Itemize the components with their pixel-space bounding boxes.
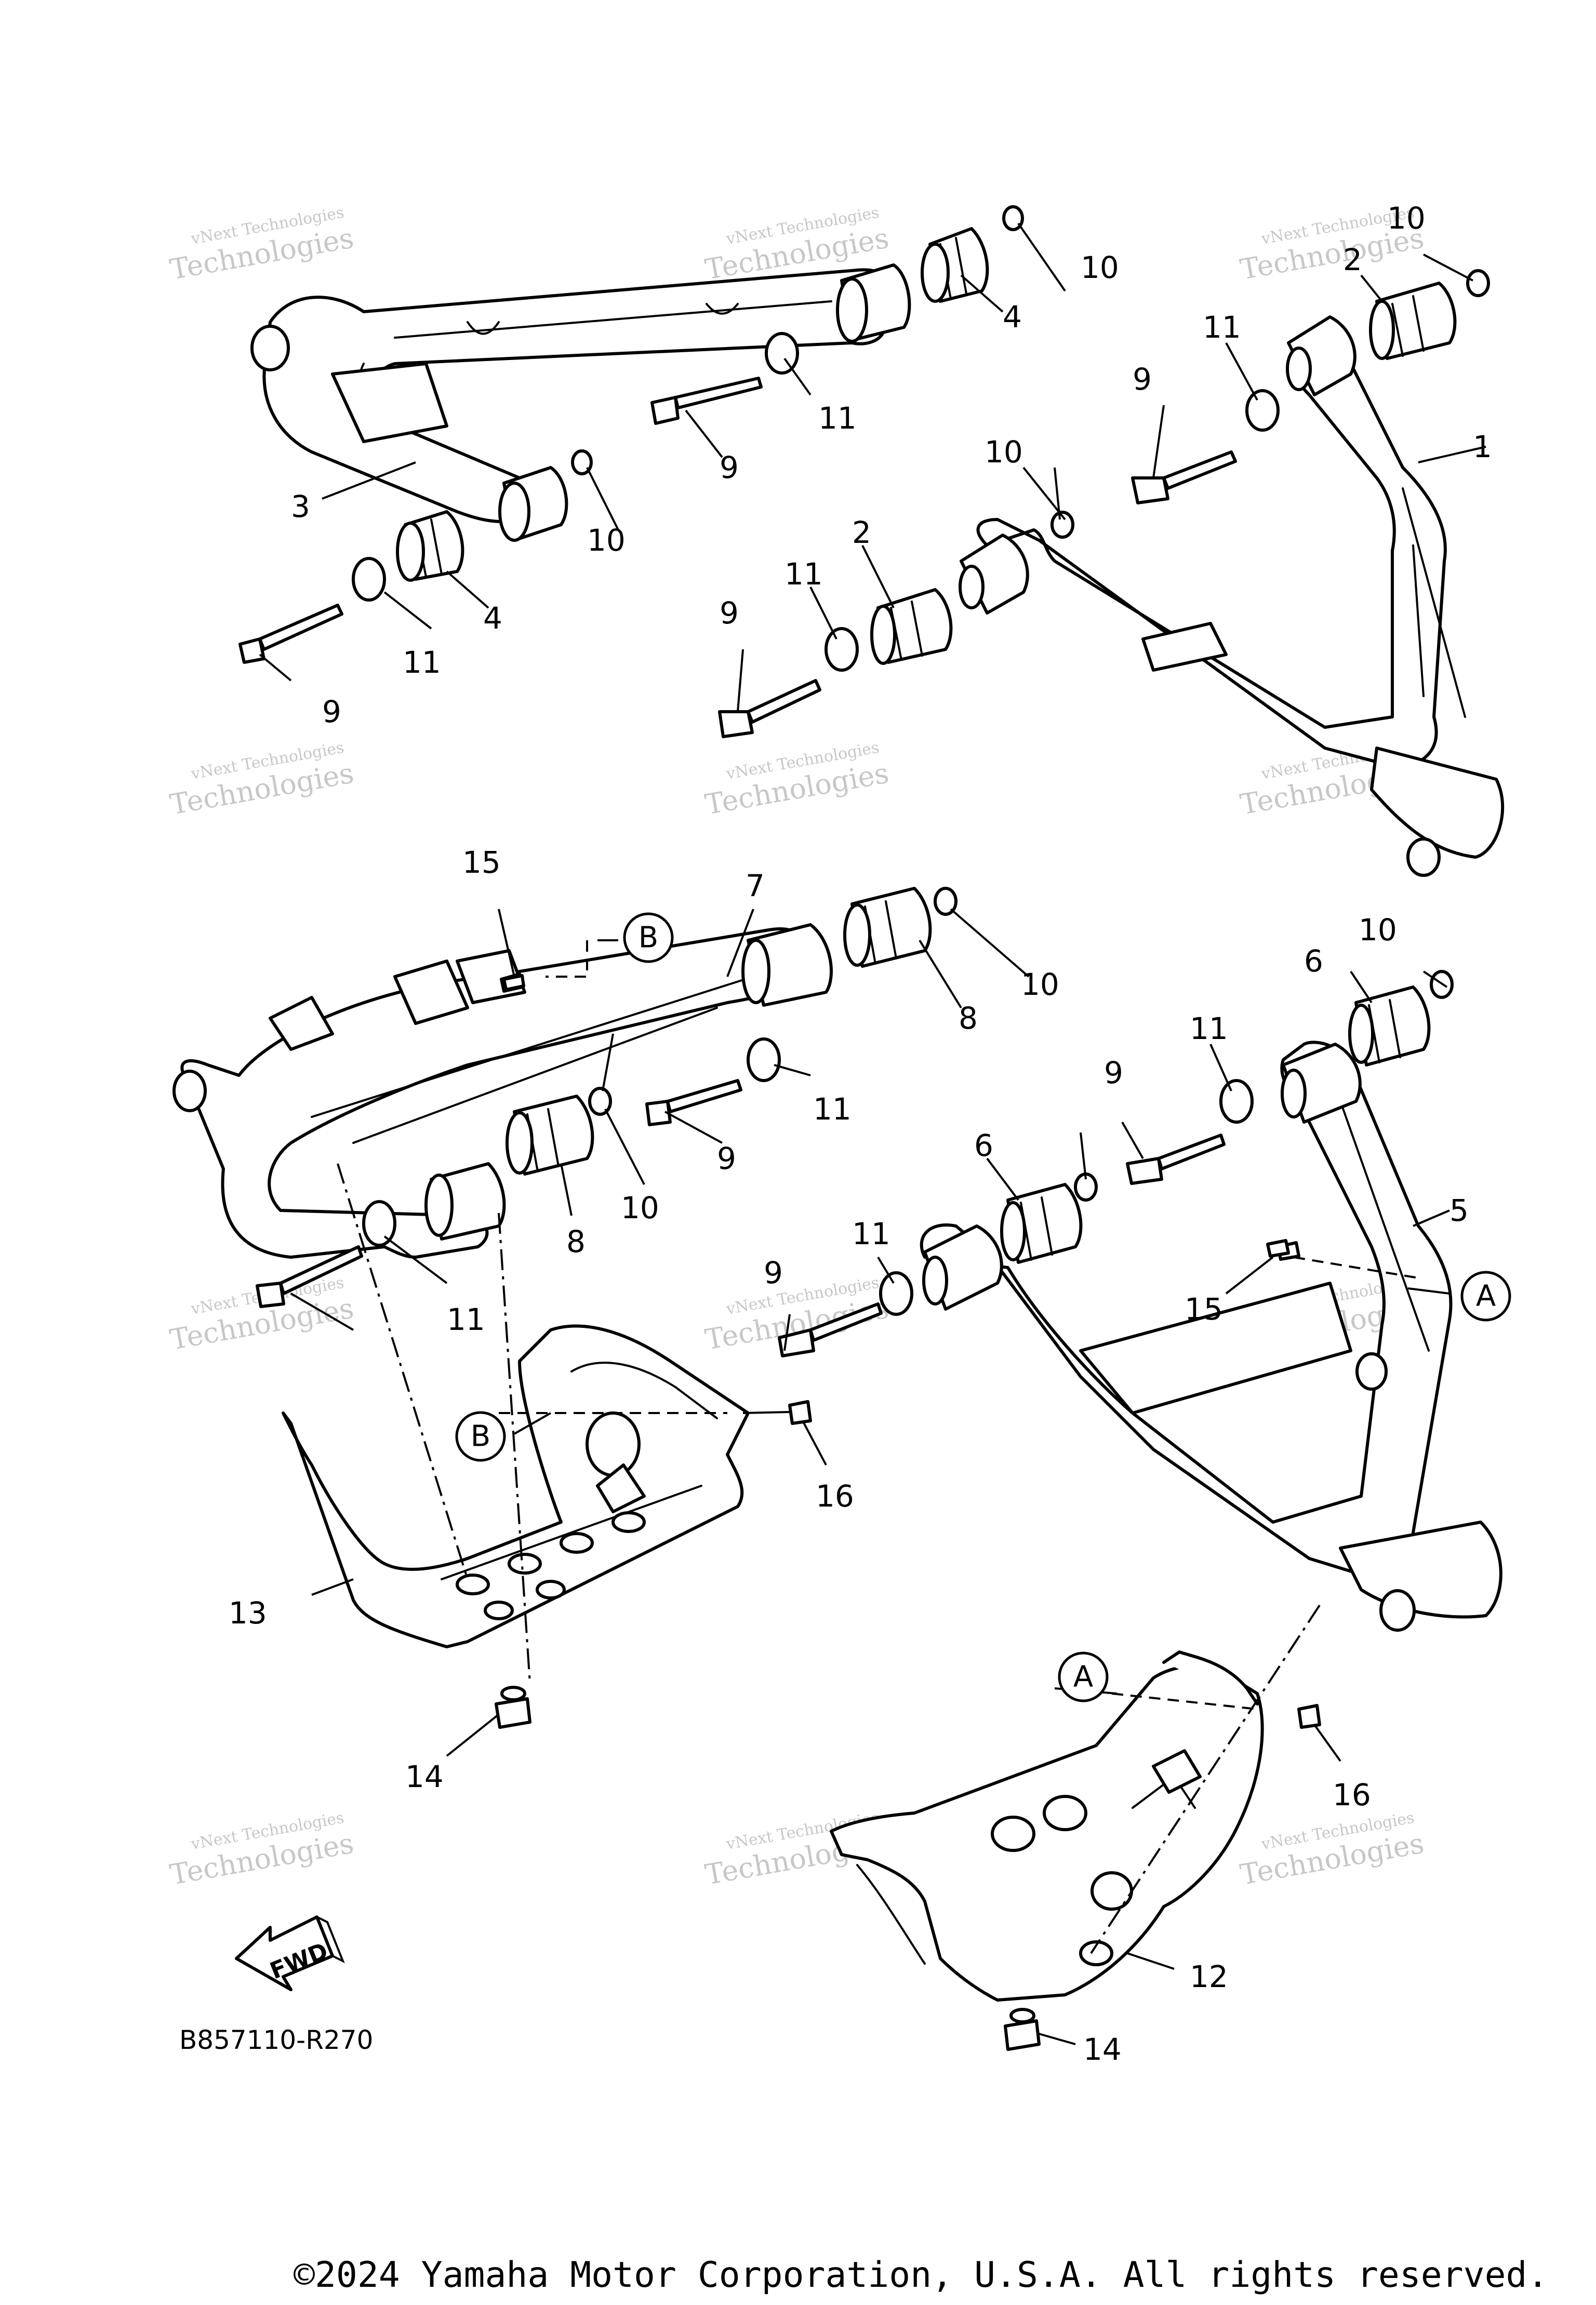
- reference-markers: B B A A: [455, 912, 1511, 1702]
- callout-15: 15: [1185, 1291, 1223, 1327]
- reference-a-upper: A: [1460, 1271, 1511, 1322]
- forward-arrow-icon: FWD: [235, 1915, 345, 1991]
- bolt-part-14-left: [495, 1686, 531, 1729]
- callout-4: 4: [1003, 299, 1022, 335]
- svg-text:A: A: [1476, 1280, 1496, 1313]
- nut-part-16-left: [788, 1400, 812, 1425]
- arm-part-5: [920, 1041, 1502, 1632]
- diagram-code: B857110-R270: [179, 2025, 374, 2055]
- reference-b-lower: B: [455, 1411, 506, 1462]
- bushing-part-2-upper: [1369, 282, 1457, 360]
- arm-part-3: [250, 263, 911, 542]
- callout-6: 6: [974, 1128, 993, 1163]
- callout-9: 9: [322, 694, 341, 729]
- washers-bolts-top-right: [718, 269, 1490, 738]
- callout-11: 11: [447, 1302, 485, 1337]
- bolt-part-15-right: [1266, 1239, 1290, 1258]
- svg-text:A: A: [1073, 1660, 1093, 1694]
- callout-9: 9: [1133, 362, 1152, 397]
- svg-text:B: B: [639, 921, 658, 955]
- callout-9: 9: [720, 450, 739, 485]
- callout-10: 10: [587, 523, 626, 558]
- callout-8: 8: [566, 1224, 586, 1259]
- callout-11: 11: [813, 1091, 852, 1127]
- bolt-part-15-left: [502, 974, 525, 991]
- alignment-lines: [337, 940, 1419, 1954]
- copyright-notice: ©2024 Yamaha Motor Corporation, U.S.A. A…: [294, 2255, 1549, 2296]
- leader-lines: [259, 222, 1486, 2045]
- callout-10: 10: [1021, 967, 1059, 1002]
- bushing-part-2-lower: [870, 588, 953, 665]
- callout-12: 12: [1190, 1959, 1228, 1994]
- callout-9: 9: [720, 595, 739, 631]
- callout-6: 6: [1304, 943, 1323, 979]
- callout-16: 16: [1333, 1777, 1371, 1813]
- guard-part-12: [830, 1650, 1264, 2002]
- reference-a-lower: A: [1058, 1651, 1109, 1702]
- bushing-part-6-upper: [1348, 985, 1431, 1067]
- callout-10: 10: [1081, 250, 1119, 285]
- bushing-part-8-upper: [843, 887, 932, 968]
- callout-10: 10: [1359, 912, 1397, 948]
- arm-part-1: [959, 315, 1505, 877]
- callout-9: 9: [717, 1141, 736, 1176]
- guard-part-13: [282, 1324, 750, 1648]
- callout-13: 13: [229, 1595, 267, 1631]
- callout-11: 11: [1190, 1011, 1228, 1046]
- watermark: vNext Technologies Technologies: [702, 739, 891, 821]
- watermark: vNext Technologies Technologies: [167, 739, 356, 821]
- callout-8: 8: [959, 1001, 978, 1036]
- bushing-part-6-lower: [1000, 1183, 1083, 1264]
- callout-14: 14: [405, 1759, 444, 1794]
- callout-15: 15: [462, 845, 501, 880]
- callout-11: 11: [403, 645, 441, 680]
- bushing-part-4-lower: [396, 510, 464, 582]
- callout-16: 16: [816, 1478, 854, 1514]
- watermark: vNext Technologies Technologies: [167, 204, 356, 286]
- callout-2: 2: [852, 515, 871, 550]
- svg-text:B: B: [471, 1420, 490, 1454]
- nut-part-16-right: [1297, 1704, 1321, 1729]
- bushing-part-8-lower: [506, 1095, 594, 1176]
- callout-4: 4: [483, 601, 502, 636]
- callout-1: 1: [1473, 429, 1492, 464]
- callout-10: 10: [985, 434, 1023, 470]
- callout-3: 3: [291, 489, 310, 524]
- bushing-part-4-upper: [921, 227, 989, 303]
- callout-numbers: 1 2 2 3 4 4 5 6 6 7 8 8 9 9 9 9 9 9 9 10…: [229, 201, 1492, 2067]
- callout-14: 14: [1083, 2032, 1122, 2067]
- watermark: vNext Technologies Technologies: [1238, 1809, 1426, 1891]
- callout-9: 9: [764, 1255, 783, 1290]
- callout-7: 7: [746, 868, 765, 903]
- callout-5: 5: [1449, 1193, 1469, 1228]
- bolt-part-14-right: [1004, 2008, 1041, 2051]
- callout-11: 11: [784, 556, 823, 592]
- callout-10: 10: [621, 1190, 659, 1225]
- callout-11: 11: [1203, 310, 1241, 345]
- callout-11: 11: [818, 401, 857, 436]
- callout-11: 11: [852, 1216, 890, 1251]
- callout-2: 2: [1343, 242, 1362, 277]
- watermark: vNext Technologies Technologies: [167, 1809, 356, 1891]
- callout-10: 10: [1387, 201, 1426, 236]
- callout-9: 9: [1104, 1055, 1123, 1090]
- reference-b-upper: B: [623, 912, 674, 963]
